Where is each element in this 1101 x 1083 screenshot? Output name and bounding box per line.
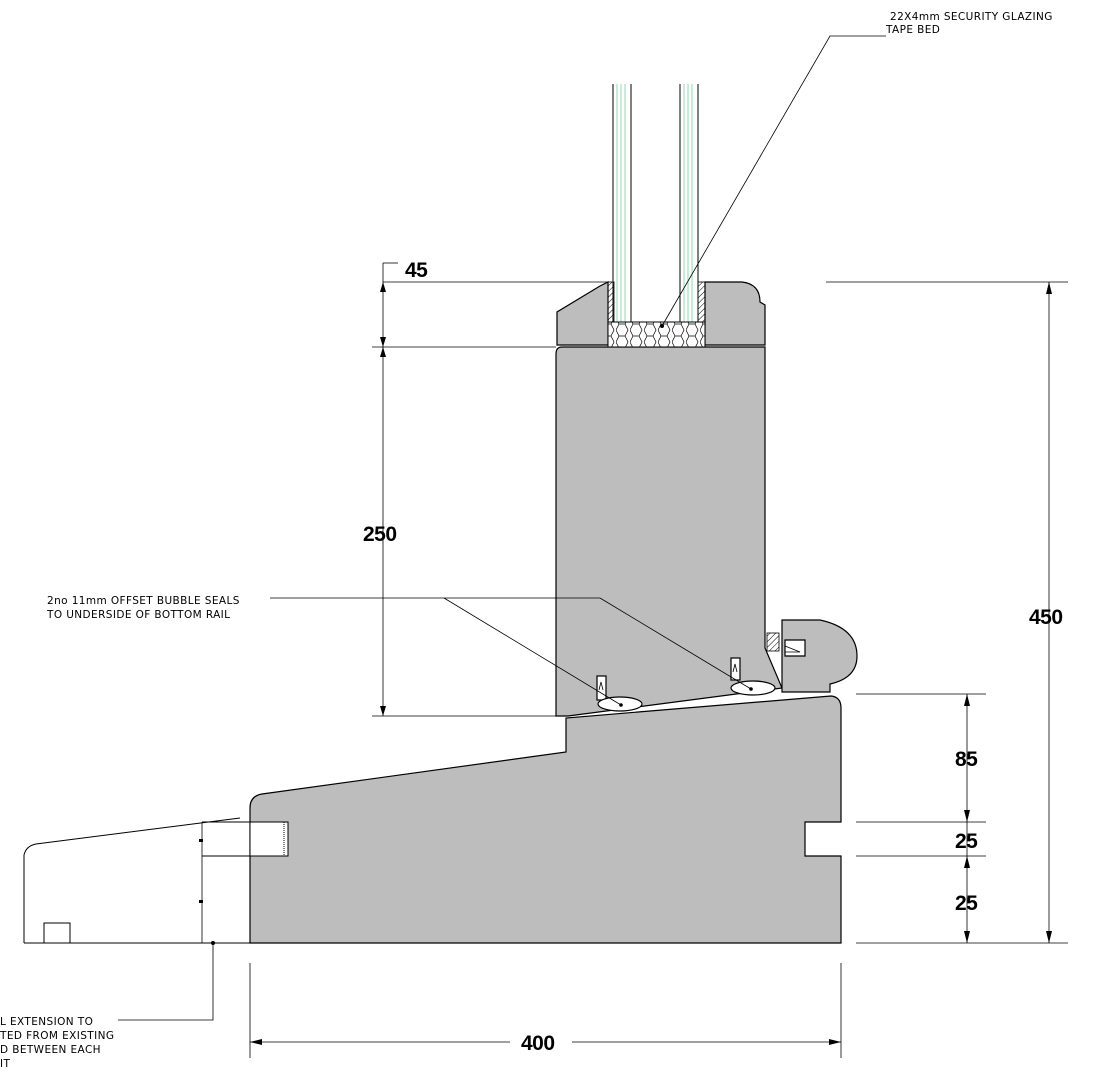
note-extension-line1: L EXTENSION TO xyxy=(0,1016,93,1028)
sill-extension xyxy=(23,817,250,1021)
note-extension-line4: IT xyxy=(0,1058,10,1070)
sash-bottom-rail xyxy=(555,281,783,717)
note-extension-line3: D BETWEEN EACH xyxy=(0,1044,101,1056)
main-sill xyxy=(249,695,842,944)
dim-sill-width: 400 xyxy=(521,1032,555,1055)
note-extension-line2: TED FROM EXISTING xyxy=(0,1030,114,1042)
dimension-lines xyxy=(249,262,1068,1058)
note-seals-line1: 2no 11mm OFFSET BUBBLE SEALS xyxy=(47,595,240,607)
dim-total-height: 450 xyxy=(1029,606,1063,629)
weather-bar xyxy=(766,619,858,693)
note-glazing-line1: 22X4mm SECURITY GLAZING xyxy=(890,11,1053,23)
dim-groove-base: 25 xyxy=(955,892,978,915)
glazing-panes xyxy=(612,84,699,324)
leader-lines xyxy=(270,35,886,706)
note-glazing-line2: TAPE BED xyxy=(885,24,940,36)
dim-groove: 25 xyxy=(955,830,978,853)
dim-sill-step: 85 xyxy=(955,748,978,771)
note-seals-line2: TO UNDERSIDE OF BOTTOM RAIL xyxy=(46,609,230,621)
dim-rail-height: 250 xyxy=(363,523,397,546)
dim-rebate: 45 xyxy=(405,259,428,282)
